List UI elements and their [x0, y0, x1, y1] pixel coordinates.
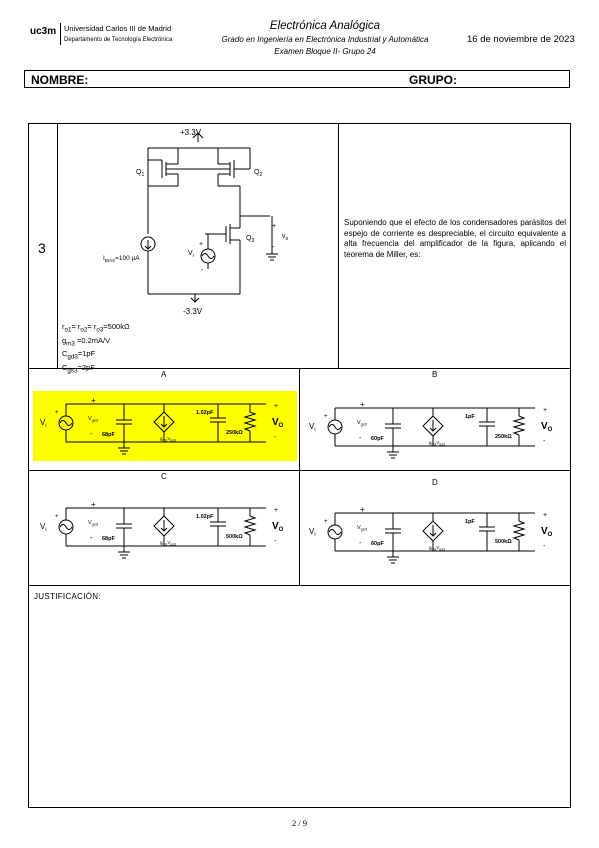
option-vgs-label: Vgs3 — [357, 525, 368, 532]
question-text: Suponiendo que el efecto de los condensa… — [344, 218, 566, 259]
option-rout-value: 250kΩ — [495, 434, 512, 440]
vo-plus: + — [272, 223, 276, 230]
option-circuit-svg: Vi + + Vgs3 - 60pF gm3Vgs3 1pF 250kΩ + V… — [309, 400, 553, 459]
logo-divider — [60, 23, 61, 45]
vo-label: vo — [282, 233, 289, 242]
vo-minus: - — [272, 244, 275, 251]
option-vgs-plus: + — [91, 396, 96, 405]
option-cout-value: 1.02pF — [196, 410, 214, 416]
option-cout-value: 1pF — [465, 519, 475, 525]
option-vgs-minus: - — [90, 535, 93, 542]
option-vi-label: Vi — [309, 422, 316, 433]
exam-date: 16 de noviembre de 2023 — [467, 34, 575, 45]
option-vi-plus: + — [324, 519, 328, 525]
option-cout-value: 1.02pF — [196, 514, 214, 520]
option-vi-label: Vi — [40, 418, 47, 429]
option-circuit-svg: Vi + + Vgs3 - 68pF gm3Vgs3 1.02pF 500kΩ … — [40, 500, 284, 559]
option-a-circuit[interactable]: Vi + + Vgs3 - 68pF gm3Vgs3 1.02pF 250kΩ … — [36, 394, 291, 461]
option-vo-plus: + — [543, 512, 547, 519]
option-vo-label: VO — [541, 421, 553, 433]
option-vo-plus: + — [274, 507, 278, 514]
option-vgs-minus: - — [90, 431, 93, 438]
option-cin-value: 68pF — [102, 536, 115, 542]
option-vo-minus: - — [543, 543, 546, 550]
course-title: Electrónica Analógica — [269, 20, 381, 32]
q1-label: Q1 — [136, 169, 144, 178]
option-vo-label: VO — [541, 526, 553, 538]
option-c-circuit[interactable]: Vi + + Vgs3 - 68pF gm3Vgs3 1.02pF 500kΩ … — [36, 498, 291, 565]
option-vi-label: Vi — [309, 527, 316, 538]
option-vi-plus: + — [324, 414, 328, 420]
option-c-label[interactable]: C — [161, 472, 167, 481]
question-box — [28, 123, 571, 808]
group-label: GRUPO: — [409, 73, 457, 87]
option-vo-plus: + — [274, 403, 278, 410]
option-vo-plus: + — [543, 407, 547, 414]
option-circuit-svg: Vi + + Vgs3 - 68pF gm3Vgs3 1.02pF 250kΩ … — [40, 396, 284, 455]
option-cin-value: 60pF — [371, 541, 384, 547]
vi-label: Vi — [188, 250, 194, 259]
vss-label: -3.3V — [183, 307, 203, 316]
justification-label: JUSTIFICACIÓN: — [34, 592, 101, 601]
university-name: Universidad Carlos III de Madrid — [64, 24, 172, 33]
option-rout-value: 250kΩ — [226, 430, 243, 436]
option-vi-plus: + — [55, 514, 59, 520]
option-gm-label: gm3Vgs3 — [429, 545, 445, 552]
ibias-label: IBIAS=100 µA — [103, 255, 140, 263]
vdd-label: +3.3V — [180, 128, 202, 137]
option-vgs-plus: + — [91, 500, 96, 509]
option-b-circuit[interactable]: Vi + + Vgs3 - 60pF gm3Vgs3 1pF 250kΩ + V… — [305, 398, 560, 465]
option-vo-minus: - — [543, 438, 546, 445]
vi-plus: + — [199, 241, 203, 248]
name-label: NOMBRE: — [31, 73, 89, 87]
degree-name: Grado en Ingeniería en Electrónica Indus… — [221, 35, 429, 44]
page-number: 2 / 9 — [291, 818, 308, 828]
uc3m-logo: uc3m — [30, 26, 57, 37]
option-rout-value: 500kΩ — [495, 539, 512, 545]
param-cgs: Cgs3=2pF — [62, 362, 95, 375]
exam-name: Examen Bloque II- Grupo 24 — [274, 47, 376, 56]
option-d-label[interactable]: D — [432, 478, 438, 487]
option-cout-value: 1pF — [465, 414, 475, 420]
options-vertical-divider — [299, 368, 300, 585]
option-vo-minus: - — [274, 538, 277, 545]
option-gm-label: gm3Vgs3 — [160, 436, 176, 443]
option-cin-value: 68pF — [102, 432, 115, 438]
q3-label: Q3 — [246, 235, 254, 244]
param-gm: gm3 =0.2mA/V — [62, 335, 111, 348]
number-column-divider — [57, 123, 58, 369]
option-vo-label: VO — [272, 521, 284, 533]
question-number: 3 — [38, 240, 46, 256]
option-vi-label: Vi — [40, 522, 47, 533]
param-cgd: Cgd3=1pF — [62, 349, 96, 361]
param-ro: ro1= ro2= ro3=500kΩ — [62, 322, 130, 334]
circuit-parameters: ro1= ro2= ro3=500kΩ gm3 =0.2mA/V Cgd3=1p… — [62, 322, 130, 376]
name-group-bar: NOMBRE: GRUPO: — [24, 70, 570, 88]
option-vgs-minus: - — [359, 540, 362, 547]
option-vgs-label: Vgs3 — [88, 520, 99, 527]
option-gm-label: gm3Vgs3 — [429, 440, 445, 447]
text-column-divider — [338, 123, 339, 369]
option-circuit-svg: Vi + + Vgs3 - 60pF gm3Vgs3 1pF 500kΩ + V… — [309, 505, 553, 564]
option-vo-label: VO — [272, 417, 284, 429]
option-cin-value: 60pF — [371, 436, 384, 442]
option-a-label[interactable]: A — [161, 370, 167, 379]
option-vi-plus: + — [55, 410, 59, 416]
vi-minus: - — [201, 267, 204, 274]
option-vgs-label: Vgs3 — [88, 416, 99, 423]
option-vgs-plus: + — [360, 400, 365, 409]
option-gm-label: gm3Vgs3 — [160, 540, 176, 547]
option-vgs-plus: + — [360, 505, 365, 514]
q2-label: Q2 — [254, 169, 262, 178]
header-logo: uc3m Universidad Carlos III de Madrid De… — [30, 21, 190, 49]
options-bottom-divider — [28, 585, 571, 586]
option-vgs-label: Vgs3 — [357, 420, 368, 427]
amplifier-circuit: +3.3V -3.3V Q1 Q2 Q3 IBIAS=100 µA Vi + -… — [103, 128, 289, 316]
option-b-label[interactable]: B — [432, 370, 438, 379]
option-d-circuit[interactable]: Vi + + Vgs3 - 60pF gm3Vgs3 1pF 500kΩ + V… — [305, 503, 560, 570]
option-vo-minus: - — [274, 434, 277, 441]
option-vgs-minus: - — [359, 435, 362, 442]
option-rout-value: 500kΩ — [226, 534, 243, 540]
department-name: Departamento de Tecnología Electrónica — [64, 37, 173, 43]
